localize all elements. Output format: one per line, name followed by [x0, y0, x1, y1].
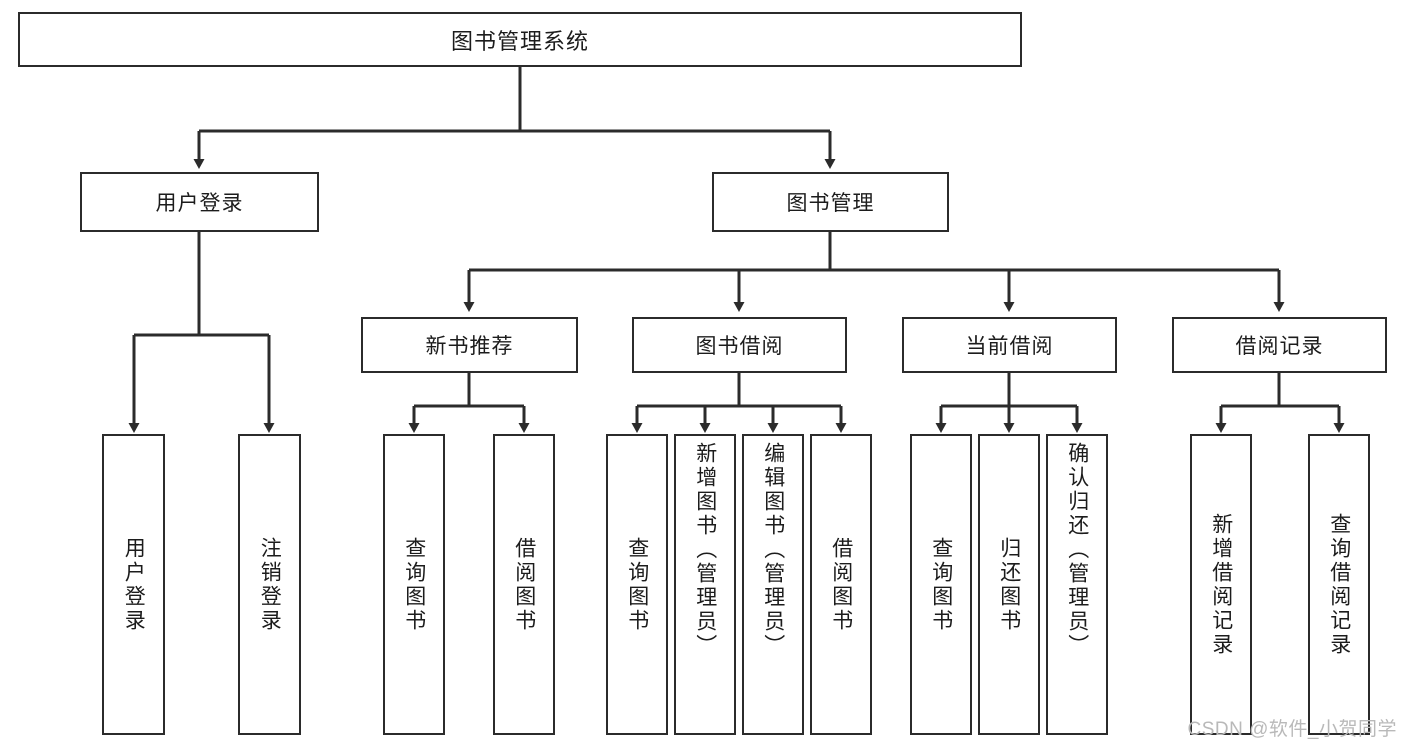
node-label: 查询图书 — [402, 536, 426, 633]
leaf-current-borrow-return[interactable]: 归还图书 — [978, 434, 1040, 735]
node-label: 用户登录 — [155, 192, 244, 215]
leaf-borrow-record-add[interactable]: 新增借阅记录 — [1190, 434, 1252, 735]
node-label: 图书管理 — [786, 192, 875, 215]
node-label: 新增图书（管理员） — [693, 442, 717, 658]
leaf-current-borrow-query[interactable]: 查询图书 — [910, 434, 972, 735]
node-label: 图书管理系统 — [450, 28, 589, 54]
node-label: 借阅图书 — [512, 536, 536, 633]
leaf-book-borrow-edit[interactable]: 编辑图书（管理员） — [742, 434, 804, 735]
node-label: 新书推荐 — [425, 335, 514, 358]
node-label: 编辑图书（管理员） — [761, 442, 785, 658]
node-label: 注销登录 — [258, 536, 282, 633]
node-label: 新增借阅记录 — [1209, 512, 1233, 657]
leaf-borrow-record-query[interactable]: 查询借阅记录 — [1308, 434, 1370, 735]
leaf-new-book-query[interactable]: 查询图书 — [383, 434, 445, 735]
node-current-borrow[interactable]: 当前借阅 — [902, 317, 1117, 373]
node-label: 借阅记录 — [1235, 335, 1324, 358]
node-book-borrow[interactable]: 图书借阅 — [632, 317, 847, 373]
leaf-book-borrow-borrow[interactable]: 借阅图书 — [810, 434, 872, 735]
node-borrow-record[interactable]: 借阅记录 — [1172, 317, 1387, 373]
leaf-user-login-login[interactable]: 用户登录 — [102, 434, 165, 735]
leaf-book-borrow-query[interactable]: 查询图书 — [606, 434, 668, 735]
node-label: 当前借阅 — [965, 335, 1054, 358]
node-label: 查询图书 — [929, 536, 953, 633]
leaf-book-borrow-add[interactable]: 新增图书（管理员） — [674, 434, 736, 735]
node-new-book-recommend[interactable]: 新书推荐 — [361, 317, 578, 373]
node-label: 归还图书 — [997, 536, 1021, 633]
node-user-login[interactable]: 用户登录 — [80, 172, 319, 232]
node-book-management[interactable]: 图书管理 — [712, 172, 949, 232]
node-label: 查询借阅记录 — [1327, 512, 1351, 657]
csdn-watermark: CSDN @软件_小贺同学 — [1187, 719, 1397, 740]
node-label: 查询图书 — [625, 536, 649, 633]
leaf-new-book-borrow[interactable]: 借阅图书 — [493, 434, 555, 735]
node-root-library-system[interactable]: 图书管理系统 — [18, 12, 1022, 67]
leaf-current-borrow-confirm[interactable]: 确认归还（管理员） — [1046, 434, 1108, 735]
node-label: 用户登录 — [122, 536, 146, 633]
node-label: 确认归还（管理员） — [1065, 442, 1089, 658]
node-label: 借阅图书 — [829, 536, 853, 633]
node-label: 图书借阅 — [695, 335, 784, 358]
leaf-user-login-logout[interactable]: 注销登录 — [238, 434, 301, 735]
